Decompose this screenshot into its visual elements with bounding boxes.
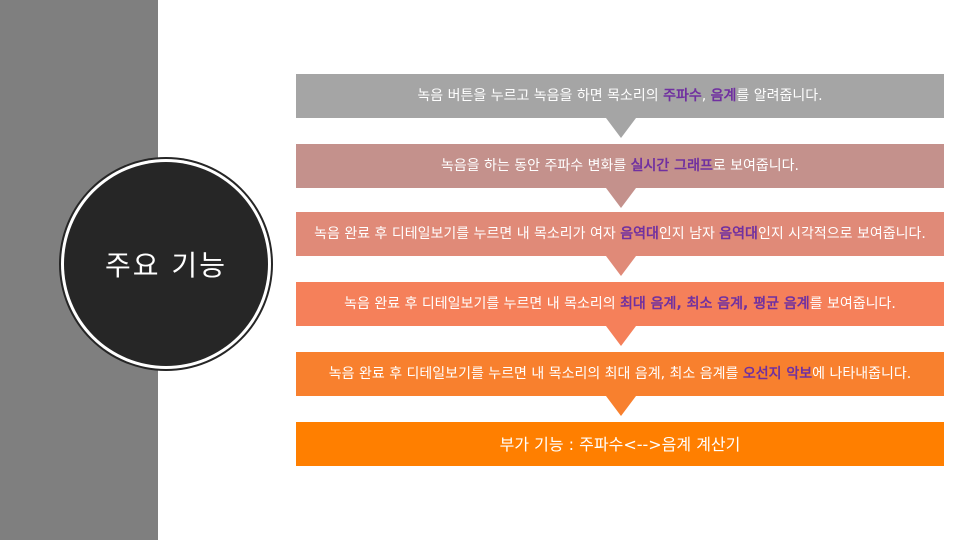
step-box-1: 녹음 버튼을 누르고 녹음을 하면 목소리의 주파수, 음계를 알려줍니다. [296,74,944,118]
step-5-highlight-staff: 오선지 악보 [742,365,813,382]
arrow-down-icon [606,188,636,208]
step-3-text-c: 인지 시각적으로 보여줍니다. [757,225,926,242]
step-1-highlight-scale: 음계 [710,87,737,104]
step-text-2: 녹음을 하는 동안 주파수 변화를 실시간 그래프로 보여줍니다. [441,156,799,177]
step-text-3: 녹음 완료 후 디테일보기를 누르면 내 목소리가 여자 음역대인지 남자 음역… [314,224,926,245]
title-circle: 주요 기능 [64,162,268,366]
step-text-4: 녹음 완료 후 디테일보기를 누르면 내 목소리의 최대 음계, 최소 음계, … [344,294,896,315]
step-4-highlight-scales: 최대 음계, 최소 음계, 평균 음계 [620,295,810,312]
step-2-text-a: 녹음을 하는 동안 주파수 변화를 [440,157,631,174]
step-box-3: 녹음 완료 후 디테일보기를 누르면 내 목소리가 여자 음역대인지 남자 음역… [296,212,944,256]
step-5-text-a: 녹음 완료 후 디테일보기를 누르면 내 목소리의 최대 음계, 최소 음계를 [328,365,743,382]
arrow-down-icon [606,326,636,346]
step-4-text-a: 녹음 완료 후 디테일보기를 누르면 내 목소리의 [344,295,621,312]
step-box-4: 녹음 완료 후 디테일보기를 누르면 내 목소리의 최대 음계, 최소 음계, … [296,282,944,326]
step-box-2: 녹음을 하는 동안 주파수 변화를 실시간 그래프로 보여줍니다. [296,144,944,188]
arrow-down-icon [606,118,636,138]
step-1-text-b: , [701,87,711,104]
step-3-text-b: 인지 남자 [658,225,720,242]
step-3-highlight-range-1: 음역대 [620,225,659,242]
arrow-down-icon [606,256,636,276]
section-title: 주요 기능 [105,249,227,282]
step-3-text-a: 녹음 완료 후 디테일보기를 누르면 내 목소리가 여자 [314,225,621,242]
step-1-text-a: 녹음 버튼을 누르고 녹음을 하면 목소리의 [417,87,664,104]
step-6-text: 부가 기능 : 주파수<-->음계 계산기 [499,434,741,454]
step-text-1: 녹음 버튼을 누르고 녹음을 하면 목소리의 주파수, 음계를 알려줍니다. [417,86,822,107]
step-5-text-b: 에 나타내줍니다. [812,365,912,382]
step-box-6: 부가 기능 : 주파수<-->음계 계산기 [296,422,944,466]
step-text-5: 녹음 완료 후 디테일보기를 누르면 내 목소리의 최대 음계, 최소 음계를 … [329,364,911,385]
step-3-highlight-range-2: 음역대 [719,225,758,242]
step-1-highlight-frequency: 주파수 [663,87,702,104]
step-2-text-b: 로 보여줍니다. [712,157,800,174]
arrow-down-icon [606,396,636,416]
step-box-5: 녹음 완료 후 디테일보기를 누르면 내 목소리의 최대 음계, 최소 음계를 … [296,352,944,396]
step-1-text-c: 를 알려줍니다. [736,87,823,104]
step-2-highlight-graph: 실시간 그래프 [630,157,713,174]
step-4-text-b: 를 보여줍니다. [809,295,896,312]
